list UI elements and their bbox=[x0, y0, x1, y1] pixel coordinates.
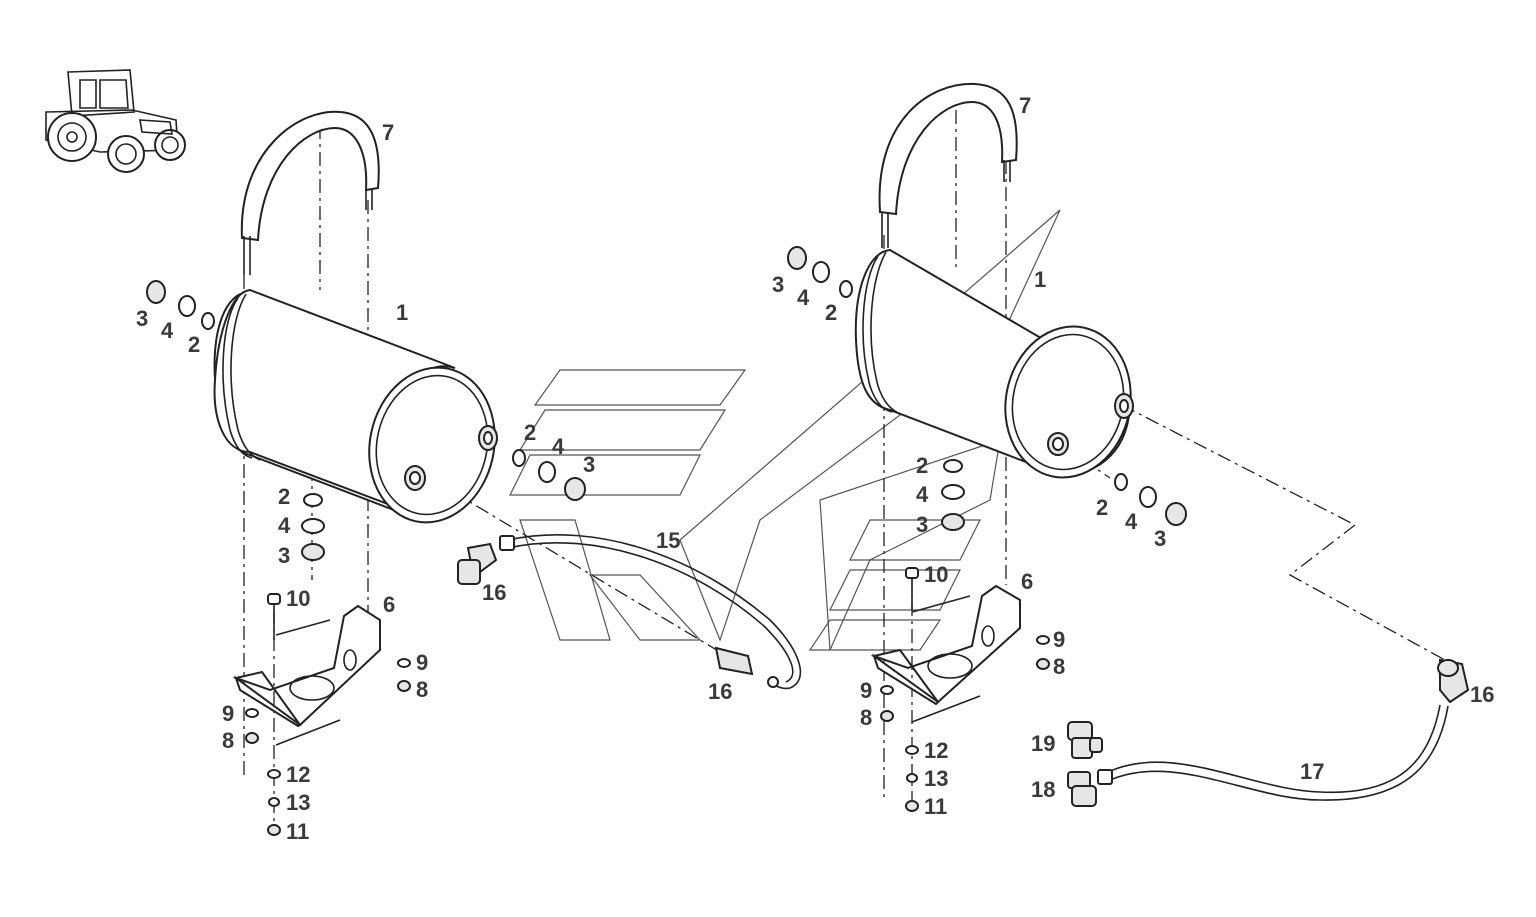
callout-3-bottom-right: 3 bbox=[916, 512, 928, 537]
callout-8-right-of-bracket-left: 8 bbox=[416, 677, 428, 702]
callout-4-upper-left: 4 bbox=[161, 318, 174, 343]
mounting-bracket-right bbox=[870, 567, 1021, 723]
callout-18: 18 bbox=[1031, 777, 1055, 802]
callout-8-left-of-bracket-left: 8 bbox=[222, 728, 234, 753]
callout-2-right-left: 2 bbox=[524, 420, 536, 445]
callout-7-right: 7 bbox=[1019, 93, 1031, 118]
callout-9-right-of-bracket-right: 9 bbox=[1053, 627, 1065, 652]
callout-9-right-of-bracket-left: 9 bbox=[416, 650, 428, 675]
callout-labels: 7 1 3 4 2 2 4 3 2 4 3 10 6 9 8 9 8 12 13… bbox=[136, 93, 1494, 844]
nuts-washers-right bbox=[880, 635, 1050, 812]
callout-2-bottom-right: 2 bbox=[916, 453, 928, 478]
tank-strap-left bbox=[240, 110, 380, 275]
callout-16-hose-left-end: 16 bbox=[708, 679, 732, 704]
callout-8-left-of-bracket-right: 8 bbox=[860, 705, 872, 730]
callout-15: 15 bbox=[656, 528, 680, 553]
callout-2-upper-left: 2 bbox=[188, 332, 200, 357]
callout-4-right-left: 4 bbox=[552, 434, 565, 459]
callout-12-left: 12 bbox=[286, 762, 310, 787]
air-hose-left bbox=[457, 534, 802, 690]
plug-set-right-left bbox=[512, 449, 586, 501]
callout-4-bottom-left: 4 bbox=[278, 513, 291, 538]
plug-set-right-right bbox=[1114, 473, 1187, 526]
callout-11-right: 11 bbox=[924, 794, 947, 819]
callout-9-left-of-bracket-left: 9 bbox=[222, 701, 234, 726]
callout-6-right: 6 bbox=[1021, 569, 1033, 594]
tank-strap-right bbox=[878, 82, 1018, 248]
plug-set-upper-left bbox=[146, 280, 215, 330]
air-tank-left bbox=[213, 288, 498, 524]
right-assembly bbox=[787, 82, 1470, 812]
callout-3-upper-right: 3 bbox=[772, 272, 784, 297]
callout-16-hose-left-start: 16 bbox=[482, 580, 506, 605]
callout-1-right: 1 bbox=[1034, 267, 1046, 292]
callout-11-left: 11 bbox=[286, 819, 309, 844]
callout-12-right: 12 bbox=[924, 738, 948, 763]
air-hose-right bbox=[1067, 658, 1470, 807]
callout-2-bottom-left: 2 bbox=[278, 484, 290, 509]
callout-8-right-of-bracket-right: 8 bbox=[1053, 654, 1065, 679]
callout-1-left: 1 bbox=[396, 300, 408, 325]
callout-7-left: 7 bbox=[382, 120, 394, 145]
callout-3-right-right: 3 bbox=[1154, 526, 1166, 551]
callout-9-left-of-bracket-right: 9 bbox=[860, 678, 872, 703]
nuts-washers-left bbox=[245, 658, 411, 836]
plug-set-bottom-left bbox=[301, 493, 325, 561]
tractor-icon bbox=[45, 69, 186, 173]
callout-17: 17 bbox=[1300, 759, 1324, 784]
left-assembly bbox=[146, 110, 802, 836]
callout-4-upper-right: 4 bbox=[797, 285, 810, 310]
air-tank-right bbox=[854, 248, 1134, 479]
callout-10-right: 10 bbox=[924, 562, 948, 587]
callout-10-left: 10 bbox=[286, 586, 310, 611]
callout-13-right: 13 bbox=[924, 766, 948, 791]
callout-3-bottom-left: 3 bbox=[278, 543, 290, 568]
plug-set-upper-right bbox=[787, 246, 853, 298]
callout-6-left: 6 bbox=[383, 592, 395, 617]
plug-set-bottom-right bbox=[941, 459, 965, 531]
callout-4-right-right: 4 bbox=[1125, 509, 1138, 534]
callout-13-left: 13 bbox=[286, 790, 310, 815]
mounting-bracket-left bbox=[232, 593, 381, 746]
callout-3-upper-left: 3 bbox=[136, 306, 148, 331]
callout-16-right: 16 bbox=[1470, 682, 1494, 707]
callout-19: 19 bbox=[1031, 731, 1055, 756]
callout-4-bottom-right: 4 bbox=[916, 482, 929, 507]
callout-2-upper-right: 2 bbox=[825, 300, 837, 325]
callout-2-right-right: 2 bbox=[1096, 495, 1108, 520]
callout-3-right-left: 3 bbox=[583, 452, 595, 477]
